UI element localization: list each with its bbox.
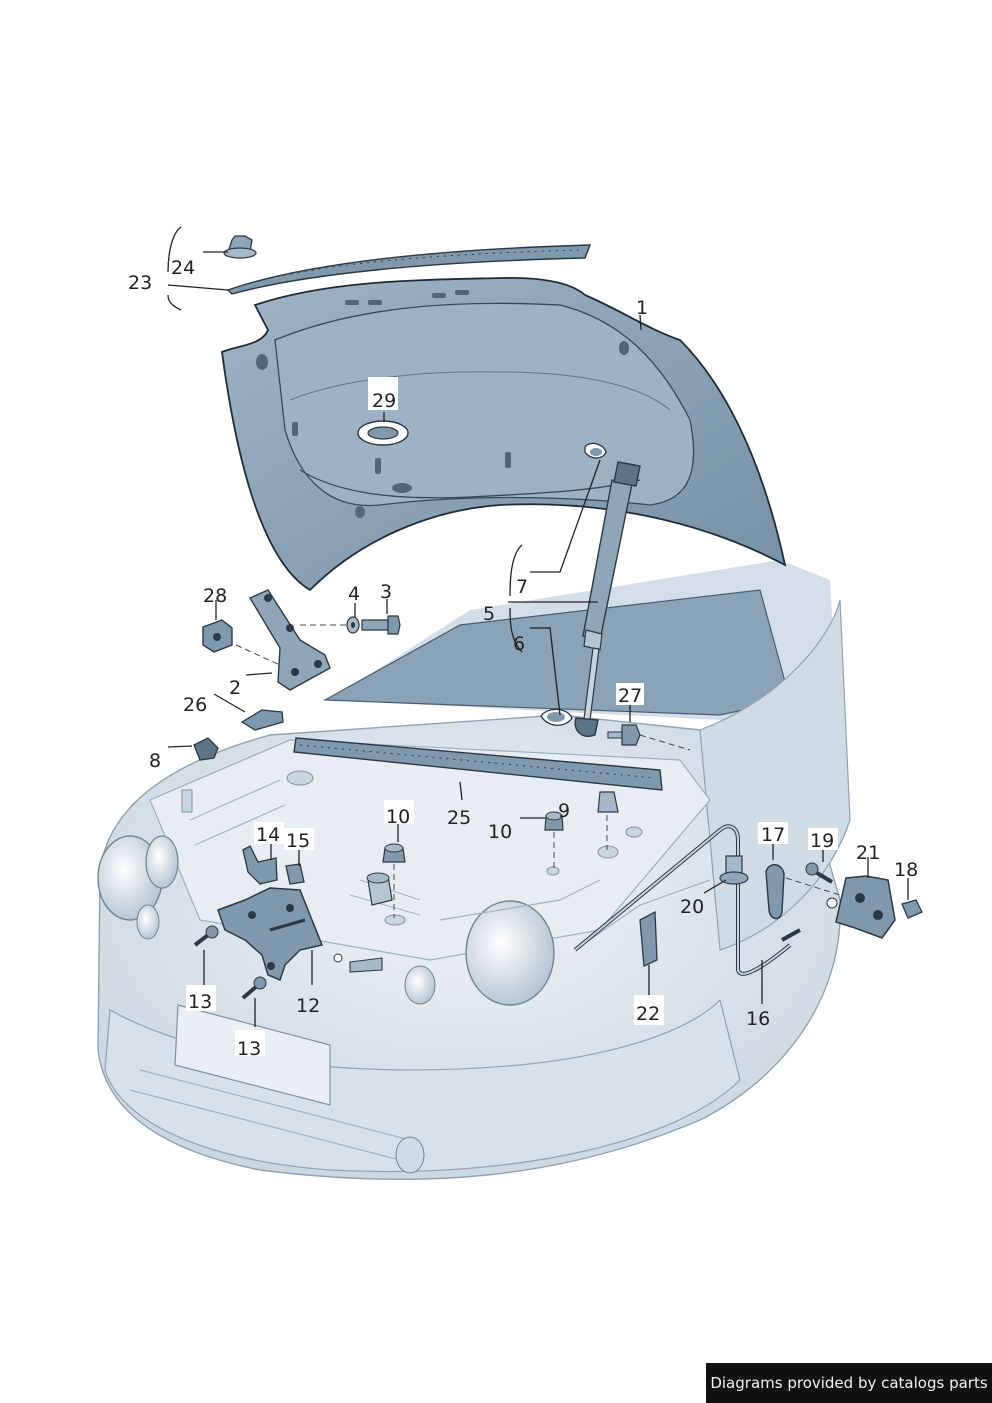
callout-10-upper: 10 bbox=[386, 806, 410, 828]
gas-strut-5 bbox=[574, 442, 641, 737]
callout-22: 22 bbox=[636, 1003, 660, 1025]
screw-13b bbox=[241, 976, 267, 1000]
buffer-10a bbox=[382, 843, 406, 863]
callout-8: 8 bbox=[149, 750, 161, 772]
callout-21: 21 bbox=[856, 842, 880, 864]
callout-26: 26 bbox=[183, 694, 207, 716]
callout-29: 29 bbox=[372, 390, 396, 412]
bracket-21 bbox=[826, 875, 896, 939]
callout-labels: 23 24 1 29 28 4 3 2 7 5 6 26 27 8 25 9 1… bbox=[128, 257, 918, 1060]
hinge-2 bbox=[248, 589, 331, 691]
callout-10-lower: 10 bbox=[488, 821, 512, 843]
callout-16: 16 bbox=[746, 1008, 770, 1030]
screw-13a bbox=[193, 925, 219, 947]
cable-16 bbox=[573, 824, 801, 976]
callout-17: 17 bbox=[761, 824, 785, 846]
grommet-29 bbox=[357, 420, 412, 493]
callout-23: 23 bbox=[128, 272, 152, 294]
holder-22 bbox=[639, 910, 658, 967]
washer-4 bbox=[346, 616, 360, 634]
clip-15 bbox=[285, 863, 305, 885]
block-28 bbox=[202, 619, 233, 653]
callout-2: 2 bbox=[229, 677, 241, 699]
callout-1: 1 bbox=[636, 297, 648, 319]
clip-24 bbox=[223, 235, 257, 259]
callout-24: 24 bbox=[171, 257, 195, 279]
callout-25: 25 bbox=[447, 807, 471, 829]
grommet-20 bbox=[719, 855, 749, 885]
bracket-26 bbox=[240, 709, 284, 731]
callout-13-bottom: 13 bbox=[237, 1038, 261, 1060]
callout-5: 5 bbox=[483, 603, 495, 625]
bolt-27 bbox=[607, 724, 641, 746]
screw-19 bbox=[805, 862, 834, 884]
hood-part bbox=[221, 276, 787, 592]
callout-7: 7 bbox=[516, 576, 528, 598]
callout-20: 20 bbox=[680, 896, 704, 918]
buffer-10b bbox=[544, 811, 564, 831]
attribution-text: Diagrams provided by catalogs parts bbox=[710, 1374, 988, 1392]
callout-3: 3 bbox=[380, 581, 392, 603]
attribution-footer: Diagrams provided by catalogs parts bbox=[706, 1363, 992, 1403]
striker-assembly bbox=[333, 872, 393, 973]
seal-25 bbox=[293, 737, 663, 791]
callout-14: 14 bbox=[256, 824, 280, 846]
callout-15: 15 bbox=[286, 830, 310, 852]
callout-19: 19 bbox=[810, 830, 834, 852]
buffer-9 bbox=[597, 791, 619, 813]
callout-4: 4 bbox=[348, 583, 360, 605]
callout-13-left: 13 bbox=[188, 991, 212, 1013]
callout-28: 28 bbox=[203, 585, 227, 607]
callout-27: 27 bbox=[618, 685, 642, 707]
bolt-3 bbox=[361, 615, 401, 635]
callout-18: 18 bbox=[894, 859, 918, 881]
bracket-14 bbox=[242, 845, 278, 885]
clip-18 bbox=[901, 899, 923, 919]
callout-9: 9 bbox=[558, 800, 570, 822]
clip-8 bbox=[193, 737, 219, 761]
callout-12: 12 bbox=[296, 995, 320, 1017]
seal-strip-23 bbox=[226, 244, 592, 295]
callout-6: 6 bbox=[513, 633, 525, 655]
leader-lines bbox=[167, 226, 909, 1027]
lock-12 bbox=[217, 887, 324, 982]
handle-17 bbox=[765, 864, 785, 920]
